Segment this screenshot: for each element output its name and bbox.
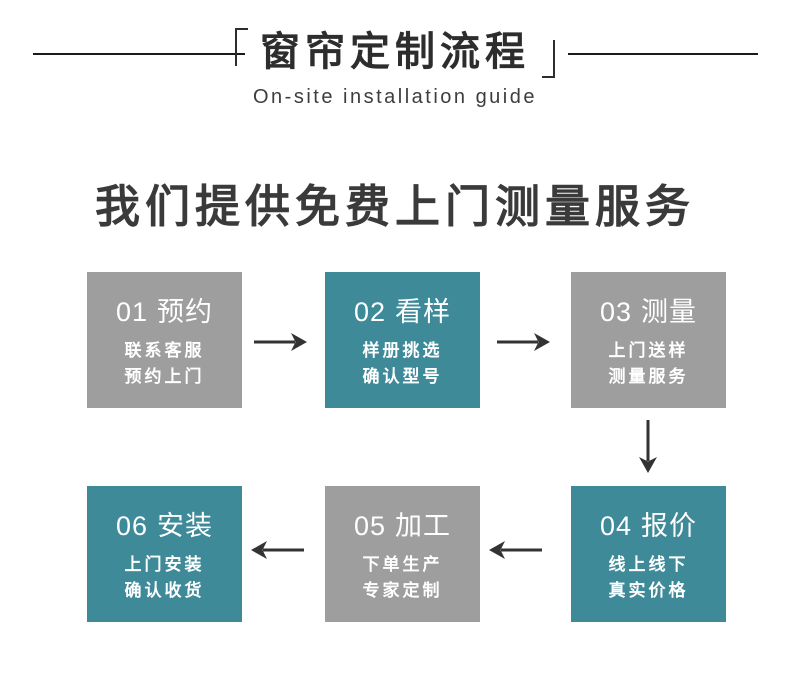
step-description: 线上线下 真实价格 [571,552,726,604]
step-title: 05 加工 [325,510,480,542]
step-description: 样册挑选 确认型号 [325,338,480,390]
arrow-left-icon-step5-to-step6 [251,540,305,560]
step-box-05-processing: 05 加工 下单生产 专家定制 [325,486,480,622]
step-description-line1: 上门送样 [608,341,689,360]
step-description-line2: 预约上门 [124,367,205,386]
step-box-04-quotation: 04 报价 线上线下 真实价格 [571,486,726,622]
step-title: 01 预约 [87,296,242,328]
corner-bracket-left-icon [235,28,248,66]
step-number: 06 [115,511,149,541]
step-name: 预约 [157,297,214,327]
tagline-heading: 我们提供免费上门测量服务 [94,181,695,232]
arrow-right-icon-step1-to-step2 [253,332,307,352]
step-description-line1: 样册挑选 [362,341,443,360]
step-box-01-appointment: 01 预约 联系客服 预约上门 [87,272,242,408]
step-name: 加工 [395,511,452,541]
arrow-left-icon-step4-to-step5 [489,540,543,560]
header-divider-right [568,53,758,55]
step-box-02-sampling: 02 看样 样册挑选 确认型号 [325,272,480,408]
step-description-line2: 专家定制 [362,581,443,600]
step-description: 联系客服 预约上门 [87,338,242,390]
step-title: 04 报价 [571,510,726,542]
step-number: 04 [599,511,633,541]
step-description-line1: 下单生产 [362,555,443,574]
step-box-06-installation: 06 安装 上门安装 确认收货 [87,486,242,622]
page-subtitle: On-site installation guide [252,86,537,108]
arrow-down-icon-step3-to-step4 [638,419,658,473]
step-name: 测量 [641,297,698,327]
step-description-line2: 真实价格 [608,581,689,600]
step-description-line2: 确认收货 [124,581,205,600]
step-description: 下单生产 专家定制 [325,552,480,604]
step-description-line1: 线上线下 [608,555,689,574]
step-title: 03 测量 [571,296,726,328]
step-box-03-measurement: 03 测量 上门送样 测量服务 [571,272,726,408]
page-title-text: 窗帘定制流程 [260,30,530,74]
step-description-line2: 确认型号 [362,367,443,386]
step-description-line1: 联系客服 [124,341,205,360]
step-description: 上门送样 测量服务 [571,338,726,390]
header-divider-left [33,53,245,55]
step-number: 03 [599,297,633,327]
step-description: 上门安装 确认收货 [87,552,242,604]
step-name: 安装 [157,511,214,541]
step-number: 05 [353,511,387,541]
arrow-right-icon-step2-to-step3 [496,332,550,352]
step-number: 02 [353,297,387,327]
corner-bracket-right-icon [542,40,555,78]
step-name: 看样 [395,297,452,327]
step-description-line1: 上门安装 [124,555,205,574]
page-title: 窗帘定制流程 [0,28,790,78]
step-number: 01 [115,297,149,327]
step-title: 02 看样 [325,296,480,328]
step-name: 报价 [641,511,698,541]
step-description-line2: 测量服务 [608,367,689,386]
step-title: 06 安装 [87,510,242,542]
